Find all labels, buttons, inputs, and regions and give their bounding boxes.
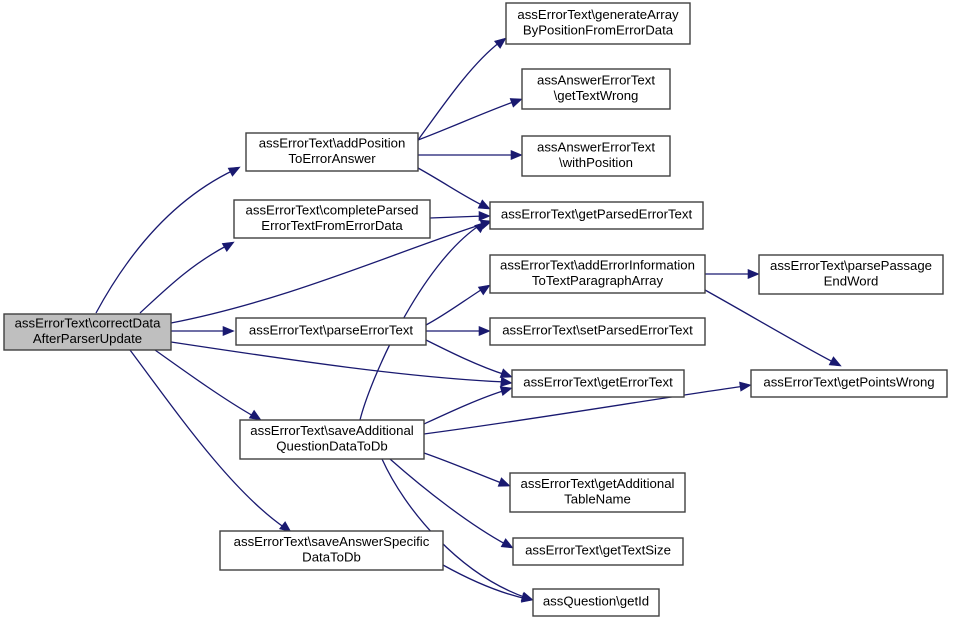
graph-node-setParsedErrorText[interactable]: assErrorText\setParsedErrorText xyxy=(489,317,706,346)
call-edge xyxy=(442,564,534,603)
arrow-head-icon xyxy=(739,381,752,392)
node-box[interactable] xyxy=(489,201,704,230)
arrow-head-icon xyxy=(477,199,491,210)
graph-node-withPosition[interactable]: assAnswerErrorText\withPosition xyxy=(521,135,671,177)
call-edge xyxy=(425,284,491,326)
arrow-head-icon xyxy=(499,386,513,396)
call-edge xyxy=(154,349,262,421)
arrow-head-icon xyxy=(474,221,487,234)
call-edge xyxy=(704,289,842,367)
call-edge xyxy=(423,386,513,425)
node-box[interactable] xyxy=(758,254,944,295)
node-box[interactable] xyxy=(489,254,706,294)
node-box[interactable] xyxy=(511,369,685,398)
node-label: assAnswerErrorText\getTextWrong xyxy=(537,73,655,104)
node-label: assErrorText\getPointsWrong xyxy=(763,375,934,390)
call-edge xyxy=(423,381,752,435)
node-box[interactable] xyxy=(505,2,691,45)
node-label: assAnswerErrorText\withPosition xyxy=(537,140,655,171)
arrow-head-icon xyxy=(478,210,491,222)
arrow-head-icon xyxy=(493,37,507,49)
node-label: assErrorText\setParsedErrorText xyxy=(502,323,693,338)
node-box[interactable] xyxy=(245,132,419,172)
call-edge xyxy=(139,241,235,314)
arrow-head-icon xyxy=(510,149,523,161)
call-edge xyxy=(417,98,523,141)
call-edge xyxy=(417,167,491,210)
arrow-head-icon xyxy=(478,325,491,337)
arrow-head-icon xyxy=(499,368,513,378)
graph-node-getTextWrong[interactable]: assAnswerErrorText\getTextWrong xyxy=(521,68,671,110)
arrow-head-icon xyxy=(520,592,534,603)
graph-node-getErrorText[interactable]: assErrorText\getErrorText xyxy=(511,369,685,398)
node-box[interactable] xyxy=(521,68,671,110)
graph-node-getId[interactable]: assQuestion\getId xyxy=(532,588,660,617)
graph-node-getTextSize[interactable]: assErrorText\getTextSize xyxy=(512,537,684,566)
node-box[interactable] xyxy=(3,313,172,351)
edge-layer xyxy=(95,37,842,603)
node-box[interactable] xyxy=(532,588,660,617)
call-edge xyxy=(429,210,491,222)
call-edge xyxy=(170,341,513,387)
node-box[interactable] xyxy=(750,369,948,398)
call-edge xyxy=(389,458,514,549)
call-edge xyxy=(423,452,511,487)
arrow-head-icon xyxy=(221,241,235,253)
node-label: assErrorText\parseErrorText xyxy=(249,323,413,338)
arrow-head-icon xyxy=(828,356,842,367)
node-label: assQuestion\getId xyxy=(543,594,649,609)
arrow-head-icon xyxy=(509,98,523,108)
graph-node-parseErrorText[interactable]: assErrorText\parseErrorText xyxy=(235,317,427,346)
call-edge xyxy=(426,325,491,337)
arrow-head-icon xyxy=(747,268,760,280)
arrow-head-icon xyxy=(222,325,235,337)
arrow-head-icon xyxy=(500,376,513,387)
node-box[interactable] xyxy=(521,135,671,177)
node-box[interactable] xyxy=(219,530,444,571)
node-box[interactable] xyxy=(509,472,686,513)
call-edge xyxy=(425,339,513,378)
node-box[interactable] xyxy=(233,199,431,239)
node-box[interactable] xyxy=(235,317,427,346)
arrow-head-icon xyxy=(500,538,514,549)
arrow-head-icon xyxy=(497,477,511,487)
call-edge xyxy=(171,325,235,337)
node-box[interactable] xyxy=(512,537,684,566)
arrow-head-icon xyxy=(248,409,262,421)
graph-node-getParsedErrorText[interactable]: assErrorText\getParsedErrorText xyxy=(489,201,704,230)
call-edge xyxy=(705,268,760,280)
node-label: assErrorText\getErrorText xyxy=(523,375,673,390)
call-edge xyxy=(417,37,507,141)
arrow-head-icon xyxy=(477,284,491,296)
node-box[interactable] xyxy=(239,419,425,460)
node-label: assErrorText\getTextSize xyxy=(525,543,671,558)
arrow-head-icon xyxy=(227,166,241,177)
node-box[interactable] xyxy=(489,317,706,346)
call-edge xyxy=(418,149,523,161)
graph-node-getPointsWrong[interactable]: assErrorText\getPointsWrong xyxy=(750,369,948,398)
node-label: assErrorText\getParsedErrorText xyxy=(501,207,693,222)
call-edge xyxy=(95,166,241,314)
